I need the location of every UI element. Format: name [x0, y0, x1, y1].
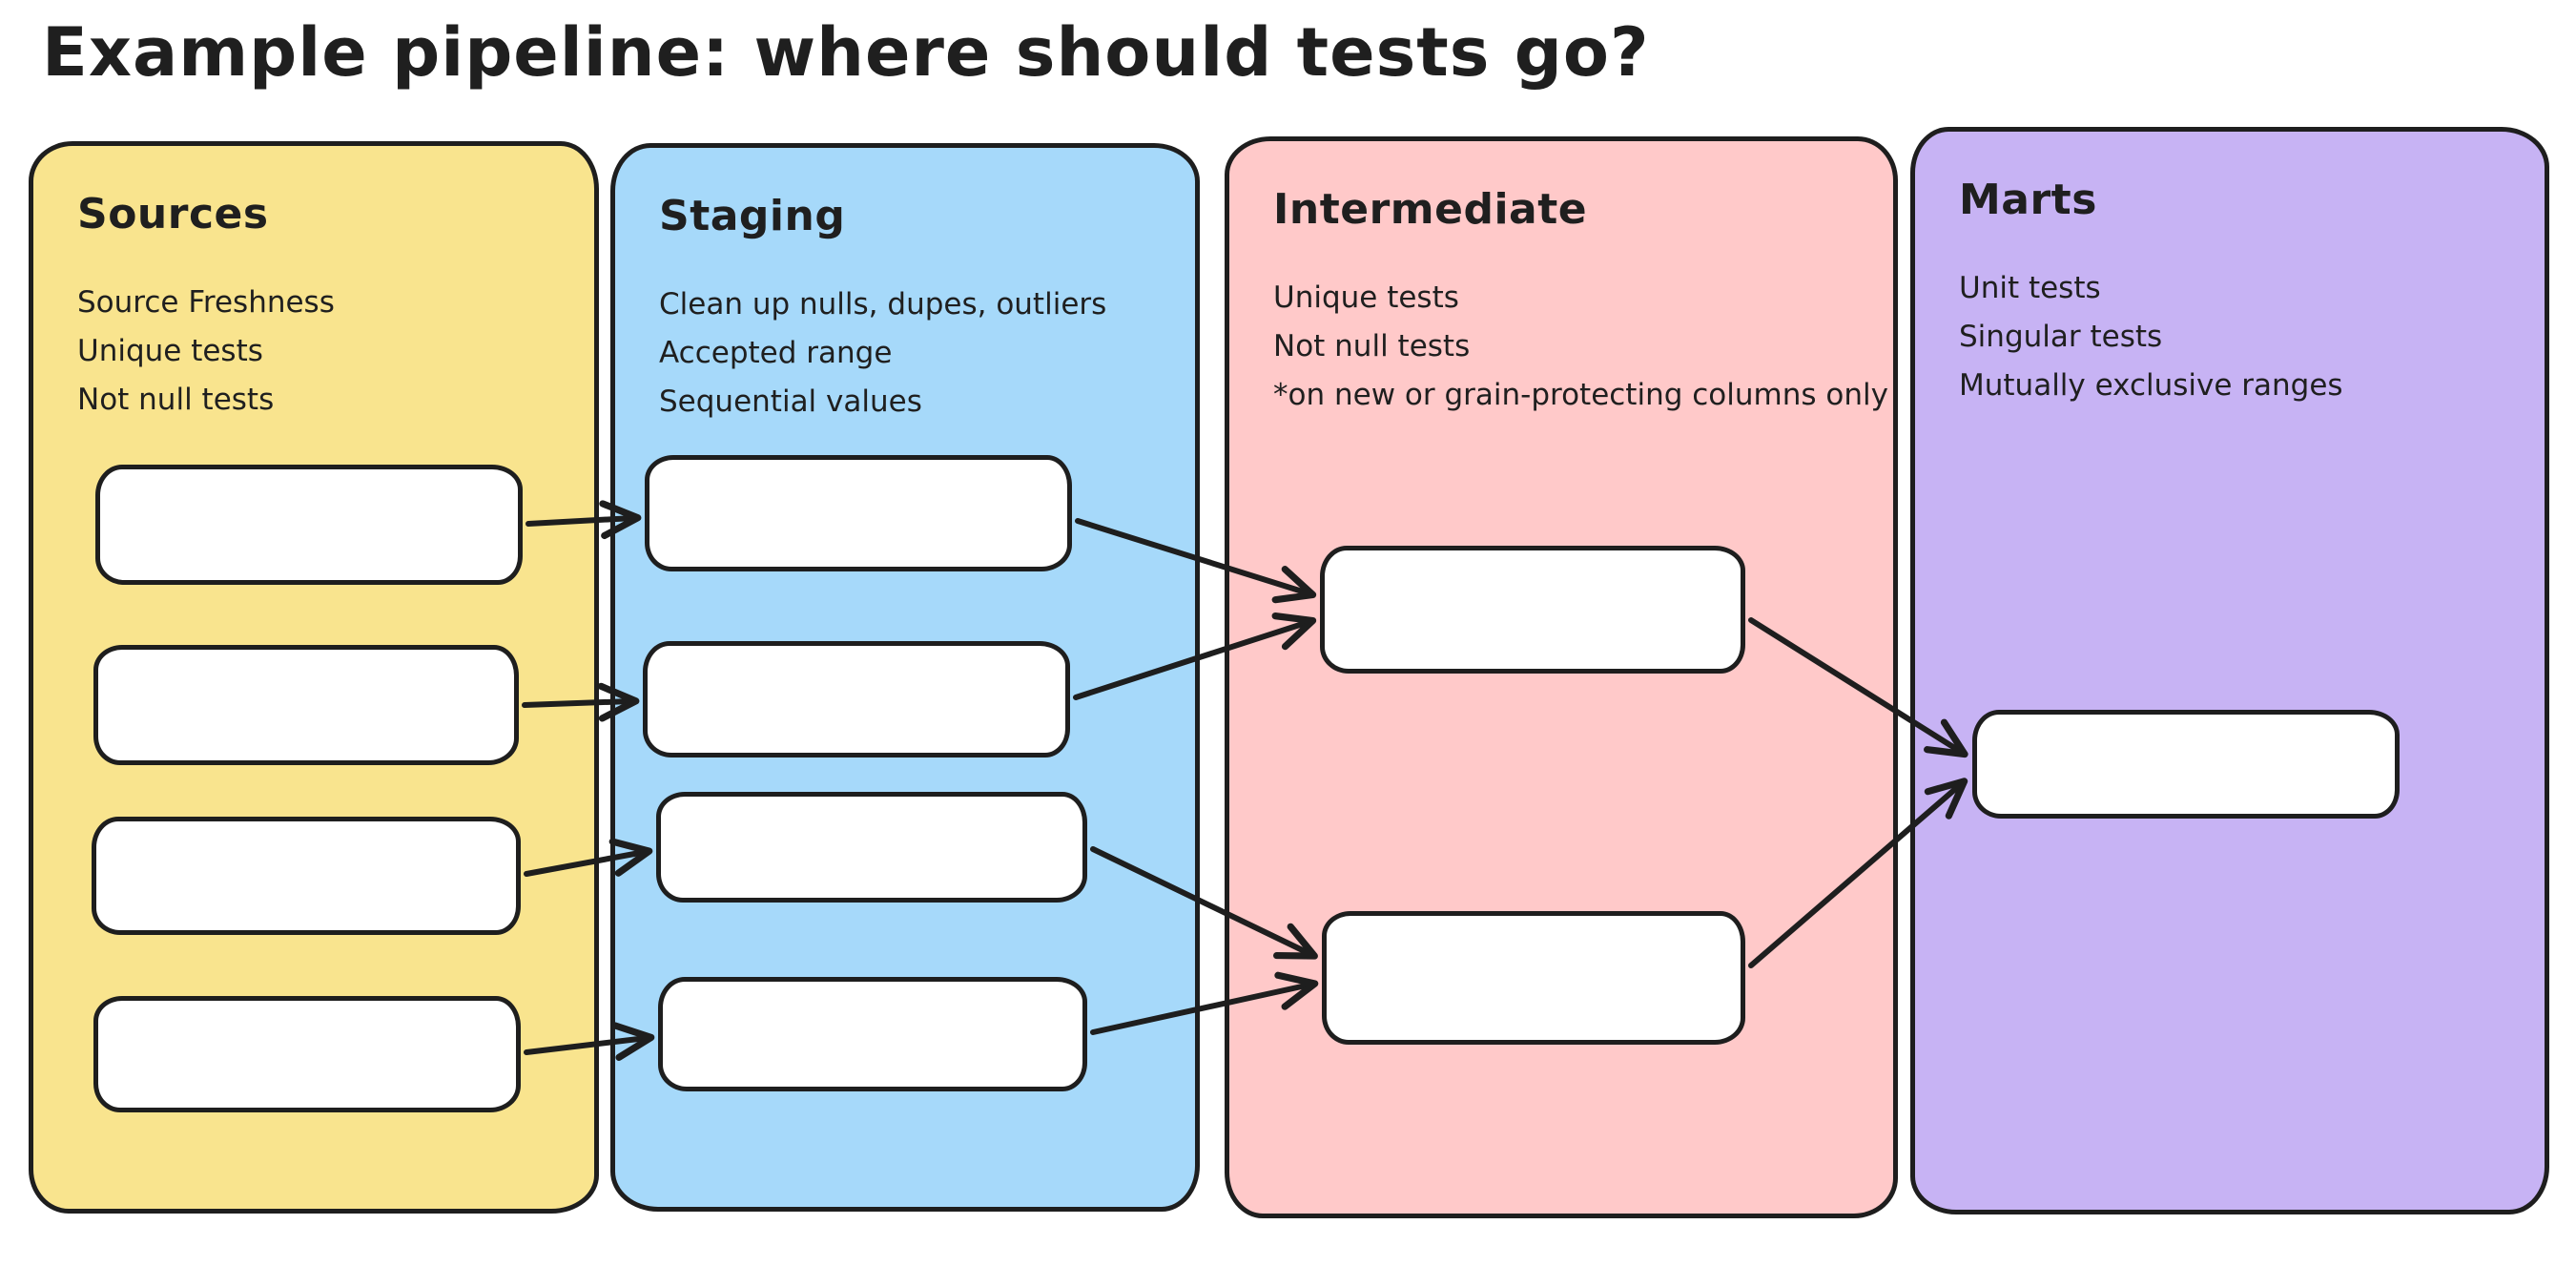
marts-node-1	[1972, 710, 2400, 819]
note-line: Sequential values	[659, 384, 922, 419]
note-line: Source Freshness	[77, 285, 335, 320]
source-node-3	[92, 817, 521, 935]
intermediate-node-1	[1320, 546, 1745, 674]
column-marts-title: Marts	[1959, 176, 2097, 224]
note-line: Unique tests	[1273, 280, 1459, 315]
staging-node-3	[656, 792, 1087, 903]
note-line: Unit tests	[1959, 271, 2101, 305]
column-intermediate-notes: Unique tests Not null tests *on new or g…	[1273, 274, 1888, 420]
intermediate-node-2	[1322, 911, 1745, 1045]
note-line: Clean up nulls, dupes, outliers	[659, 287, 1107, 322]
note-line: Unique tests	[77, 334, 263, 368]
note-line: Accepted range	[659, 336, 893, 370]
column-staging-notes: Clean up nulls, dupes, outliers Accepted…	[659, 280, 1166, 426]
column-sources-title: Sources	[77, 190, 269, 239]
column-intermediate: Intermediate Unique tests Not null tests…	[1225, 136, 1898, 1218]
note-line: *on new or grain-protecting columns only	[1273, 378, 1888, 412]
column-marts-notes: Unit tests Singular tests Mutually exclu…	[1959, 264, 2516, 410]
staging-node-1	[645, 455, 1072, 571]
staging-node-4	[658, 977, 1087, 1091]
note-line: Not null tests	[77, 383, 275, 417]
column-marts: Marts Unit tests Singular tests Mutually…	[1910, 127, 2549, 1214]
note-line: Not null tests	[1273, 329, 1471, 363]
note-line: Singular tests	[1959, 320, 2163, 354]
column-staging-title: Staging	[659, 192, 846, 240]
diagram-title: Example pipeline: where should tests go?	[42, 13, 1650, 92]
source-node-1	[95, 465, 523, 585]
note-line: Mutually exclusive ranges	[1959, 368, 2343, 403]
column-intermediate-title: Intermediate	[1273, 185, 1588, 234]
column-sources-notes: Source Freshness Unique tests Not null t…	[77, 279, 566, 425]
source-node-4	[93, 996, 521, 1112]
staging-node-2	[643, 641, 1070, 758]
source-node-2	[93, 645, 519, 765]
